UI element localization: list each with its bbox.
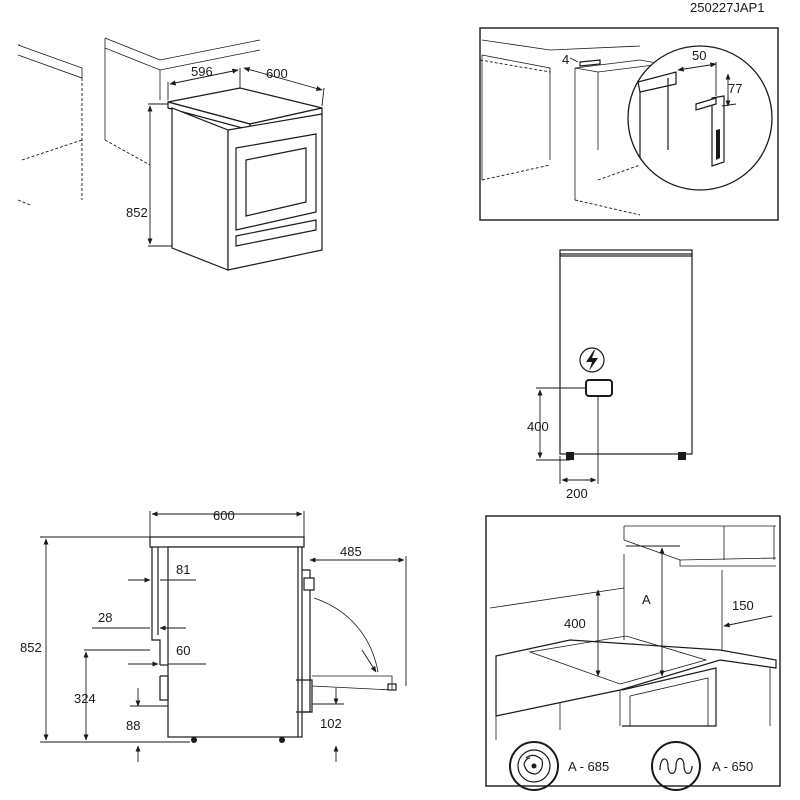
side-width-label: 600 (213, 508, 235, 523)
panel-clearance: A 400 150 A - 685 A - 650 (485, 515, 781, 791)
fan-icon (509, 741, 559, 791)
door-handle (303, 577, 315, 591)
foot-right-label: 102 (320, 716, 342, 731)
lightning-bolt-icon (579, 347, 605, 373)
side-clearance-label: 150 (732, 598, 754, 613)
doc-code: 250227JAP1 (690, 0, 764, 15)
oven-window (245, 147, 307, 217)
oven-door (235, 133, 317, 231)
drawer-gap-label: 60 (176, 643, 190, 658)
heater-label: A - 650 (712, 759, 753, 774)
foot-left (566, 452, 574, 460)
panel-bracket-frame (479, 27, 779, 221)
dim-height-label: 852 (126, 205, 148, 220)
panel-clearance-frame (485, 515, 781, 787)
worktop (149, 536, 305, 548)
heating-coil-icon (651, 741, 701, 791)
dim-gap-label: 4 (562, 52, 569, 67)
top-offset-label: 81 (176, 562, 190, 577)
foot-right (678, 452, 686, 460)
dim-a-label: A (642, 592, 651, 607)
panel-bracket: 4 50 77 (479, 27, 779, 221)
dim-offset-label: 50 (692, 48, 706, 63)
cooker-side (171, 107, 229, 271)
fan-label: A - 685 (568, 759, 609, 774)
dim-socket-height-label: 400 (527, 419, 549, 434)
panel-cabinet-isometric: 596 600 852 (17, 37, 325, 271)
detail-zoom-circle (627, 45, 773, 191)
dim-socket-offset-label: 200 (566, 486, 588, 501)
door-open-label: 485 (340, 544, 362, 559)
dim-bracket-height-label: 77 (728, 81, 742, 96)
panel-side-view: 600 485 852 81 28 60 324 88 102 (20, 508, 407, 762)
panel-electric: 400 200 (527, 249, 693, 501)
drawer (235, 219, 317, 247)
cooker-front (227, 113, 323, 271)
cooker-body-side (167, 546, 303, 738)
side-gap-label: 28 (98, 610, 112, 625)
lower-height-label: 324 (74, 691, 96, 706)
dim-width-label: 600 (266, 66, 288, 81)
foot-left-label: 88 (126, 718, 140, 733)
side-height-label: 852 (20, 640, 42, 655)
worktop-hob (495, 639, 777, 717)
dim-depth-label: 596 (191, 64, 213, 79)
cooker-rear (559, 253, 693, 455)
hob-height-label: 400 (564, 616, 586, 631)
